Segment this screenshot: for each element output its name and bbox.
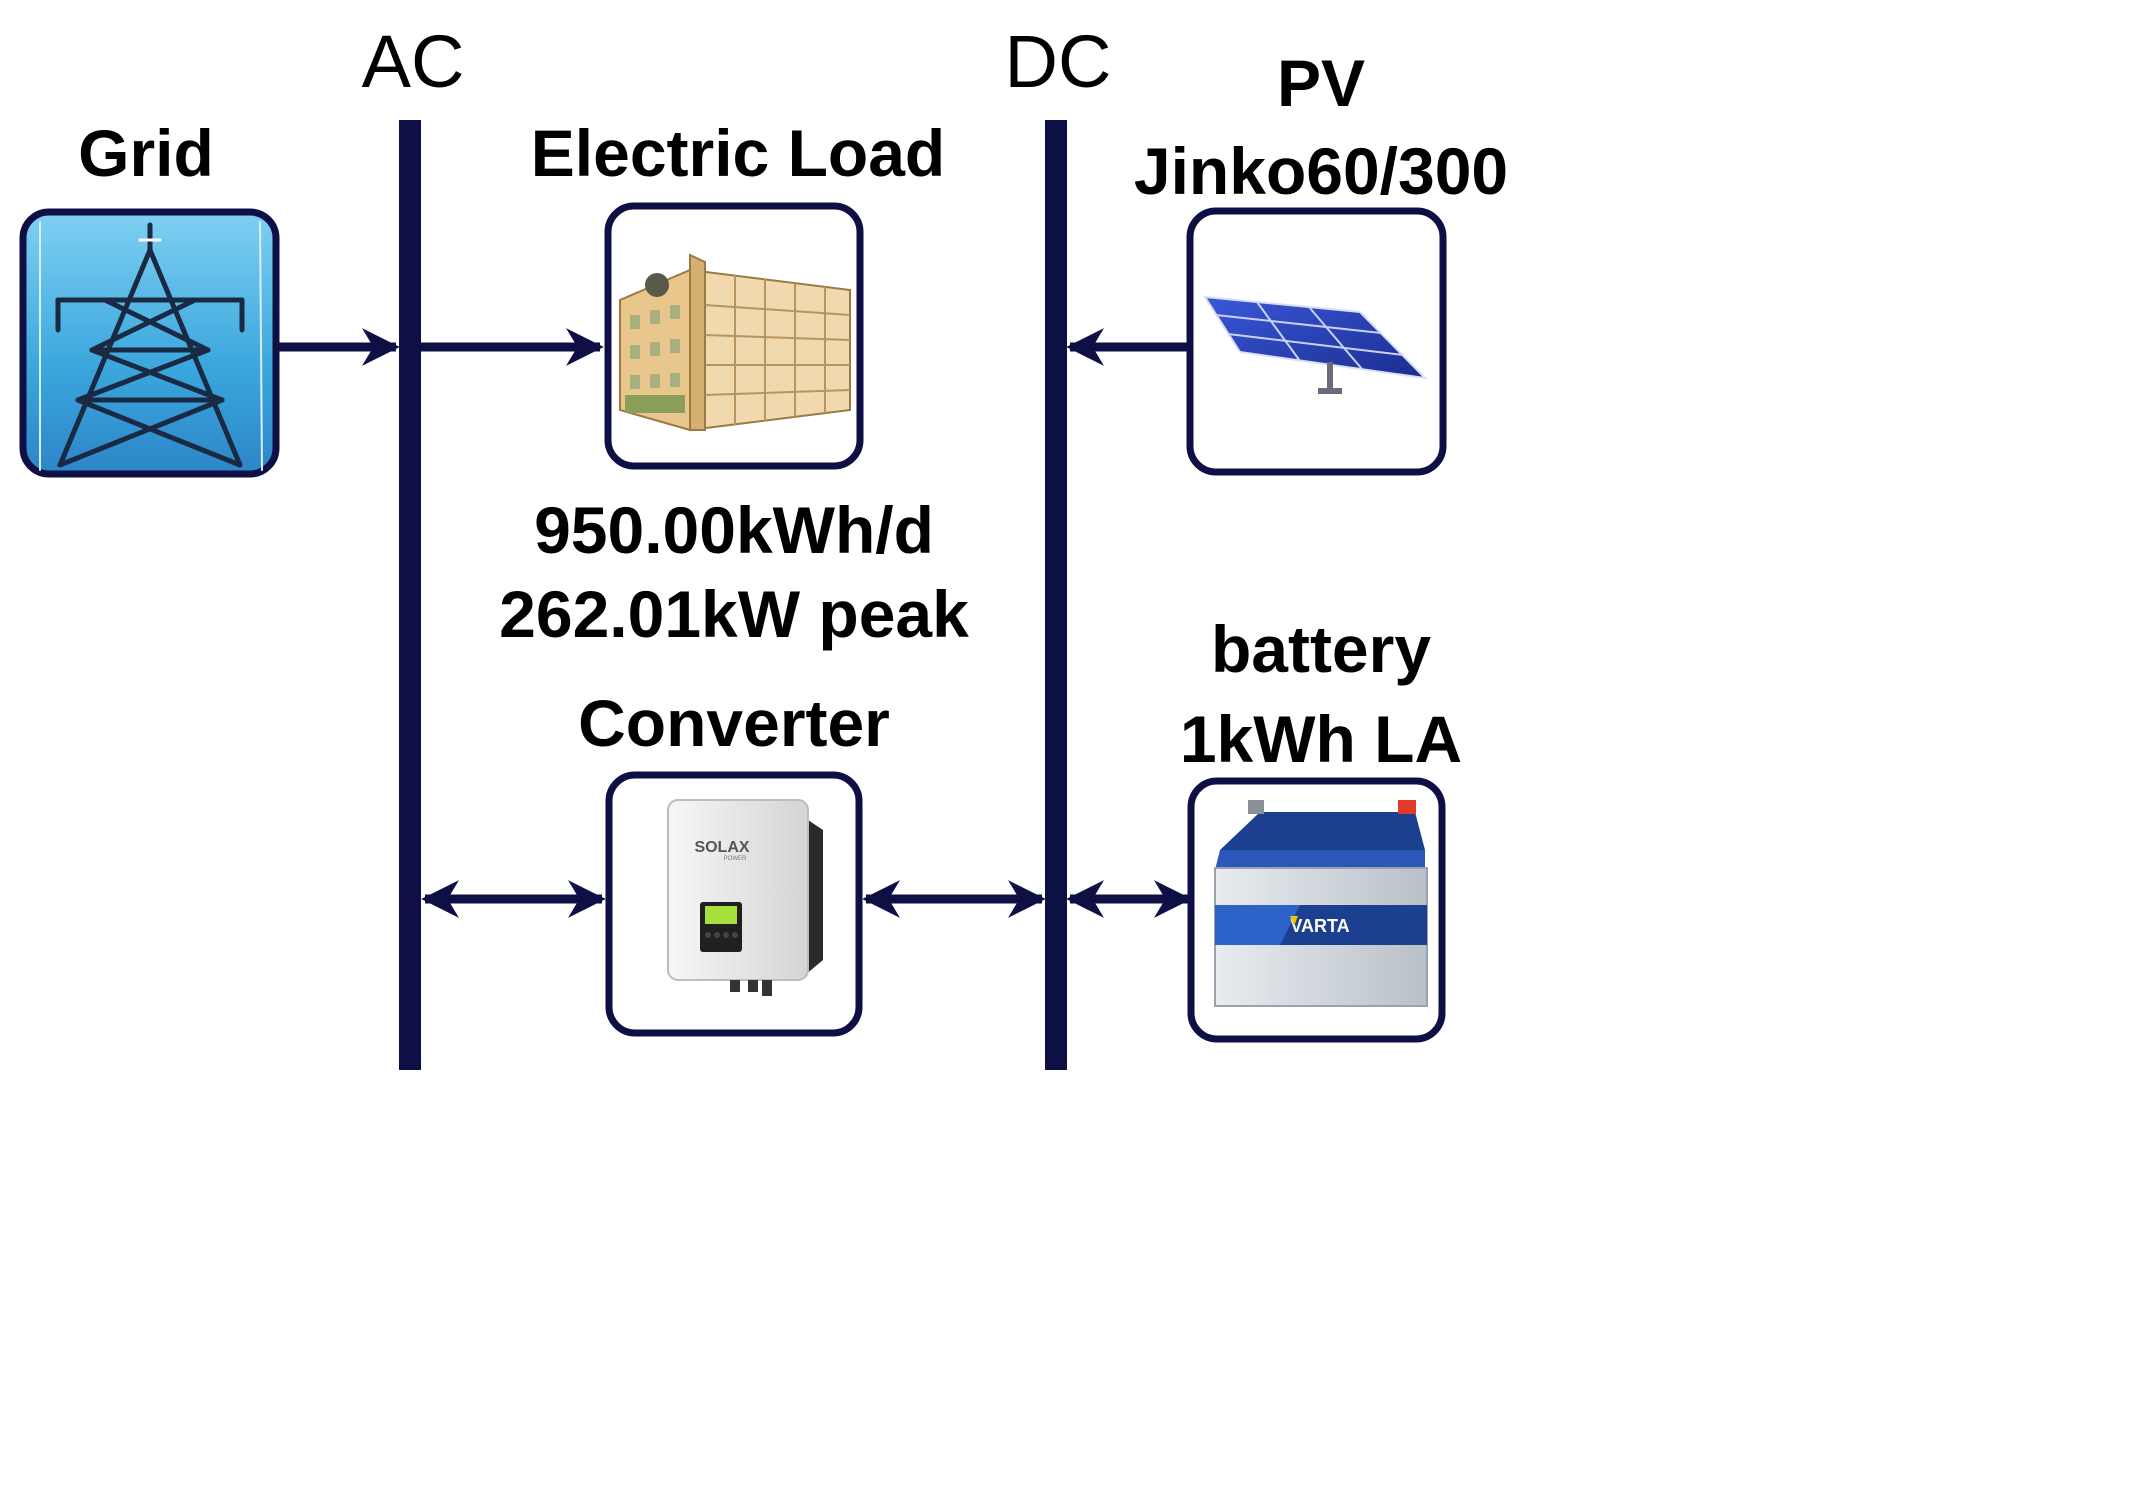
load-peak-label: 262.01kW peak [499, 577, 969, 651]
converter-label: Converter [578, 686, 890, 760]
dc-bus-label: DC [1005, 20, 1112, 103]
grid-label: Grid [78, 116, 214, 190]
ac-bus [399, 120, 421, 1070]
pv-label: PV [1277, 46, 1365, 120]
inverter-brand-sub: POWER [724, 856, 747, 862]
building-icon [619, 253, 851, 432]
pv-model-label: Jinko60/300 [1134, 134, 1508, 208]
grid-box [19, 208, 280, 478]
electric-load-label: Electric Load [531, 116, 945, 190]
transmission-tower-icon [39, 221, 263, 471]
battery-box: VARTA [1187, 777, 1446, 1043]
inverter-icon: SOLAX POWER [667, 799, 823, 996]
pv-box [1186, 207, 1447, 476]
battery-brand: VARTA [1290, 916, 1349, 936]
electric-load-box [604, 202, 864, 470]
battery-spec-label: 1kWh LA [1180, 702, 1462, 776]
battery-icon: VARTA [1214, 800, 1428, 1007]
solar-panel-icon [1203, 295, 1428, 394]
hybrid-system-diagram: AC DC Grid Electric Load PV Jinko60/300 … [19, 20, 1508, 1070]
inverter-brand: SOLAX [694, 839, 749, 856]
converter-box: SOLAX POWER [605, 771, 863, 1037]
dc-bus [1045, 120, 1067, 1070]
load-energy-label: 950.00kWh/d [534, 493, 934, 567]
ac-bus-label: AC [362, 20, 465, 103]
battery-label: battery [1211, 612, 1431, 686]
